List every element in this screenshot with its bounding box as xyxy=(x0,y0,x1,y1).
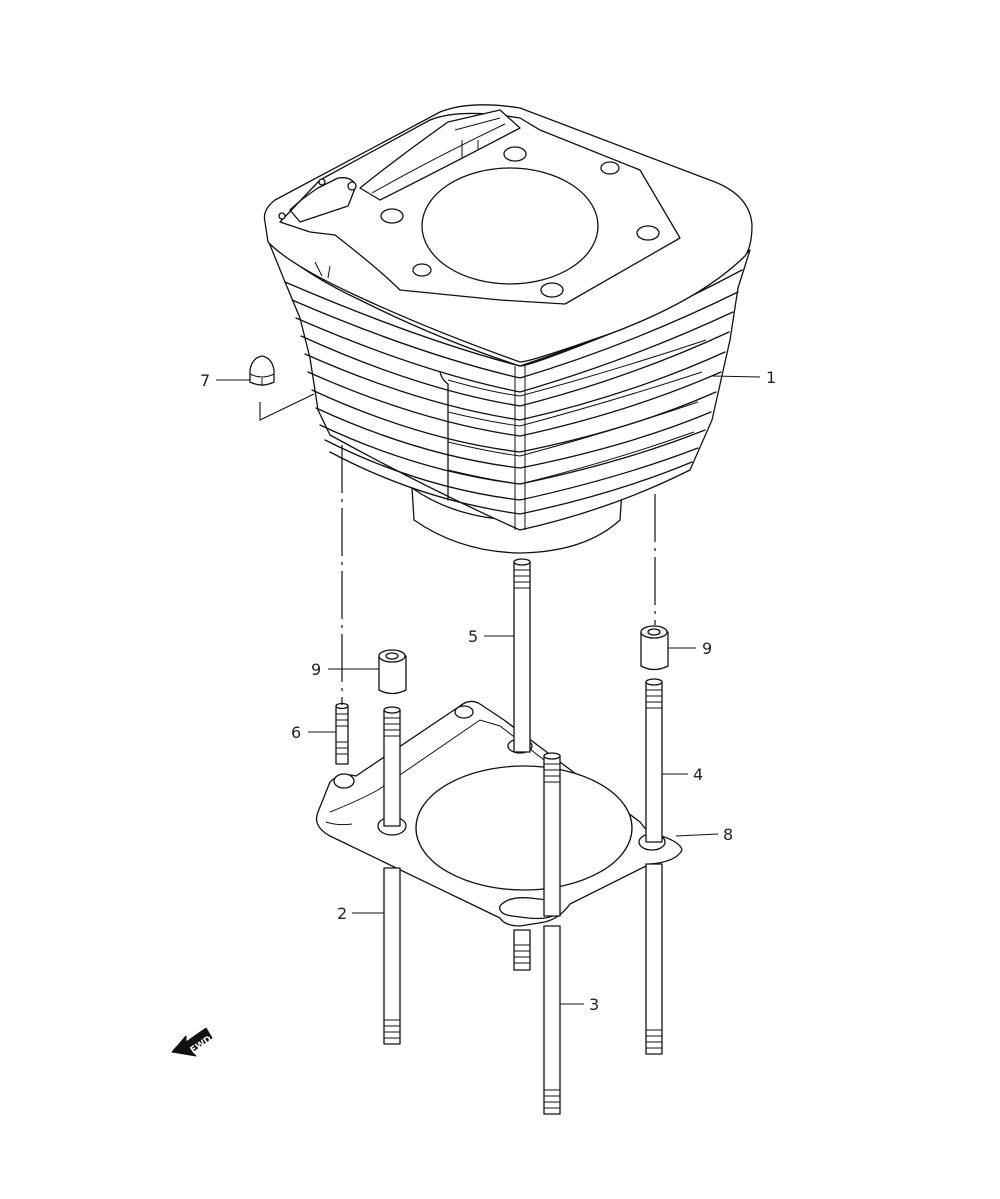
cylinder-body xyxy=(263,104,753,554)
callout-2: 2 xyxy=(337,904,384,923)
callout-label: 6 xyxy=(291,723,301,742)
callout-9-left: 9 xyxy=(311,660,379,679)
callout-label: 1 xyxy=(766,368,776,387)
callout-label: 9 xyxy=(702,639,712,658)
stud-bolt-3 xyxy=(543,752,561,1115)
alignment-lines xyxy=(259,393,656,705)
callout-1: 1 xyxy=(711,368,776,387)
callout-3: 3 xyxy=(560,995,599,1014)
stud-bolt-6 xyxy=(335,702,349,765)
dowel-pin-left xyxy=(378,649,407,695)
callout-9-right: 9 xyxy=(668,639,712,658)
stud-bolt-2 xyxy=(383,706,401,1045)
callout-label: 3 xyxy=(589,995,599,1014)
callout-label: 2 xyxy=(337,904,347,923)
forward-arrow-icon: FWD xyxy=(171,1027,214,1057)
base-gasket xyxy=(315,700,683,927)
callout-label: 9 xyxy=(311,660,321,679)
callout-6: 6 xyxy=(291,723,336,742)
callout-label: 4 xyxy=(693,765,703,784)
callout-8: 8 xyxy=(675,825,733,844)
cooling-fins xyxy=(284,269,743,530)
callout-label: 5 xyxy=(468,627,478,646)
callout-label: 8 xyxy=(723,825,733,844)
cap-nut xyxy=(249,355,275,386)
gasket-bore xyxy=(415,765,633,891)
stud-bolt-4 xyxy=(645,678,663,1055)
stud-bolt-5 xyxy=(513,558,531,971)
callout-5: 5 xyxy=(468,627,514,646)
callout-label: 7 xyxy=(200,371,210,390)
dowel-pin-right xyxy=(640,625,669,671)
cylinder-bore xyxy=(421,167,599,285)
callout-7: 7 xyxy=(200,371,250,390)
callout-4: 4 xyxy=(662,765,703,784)
